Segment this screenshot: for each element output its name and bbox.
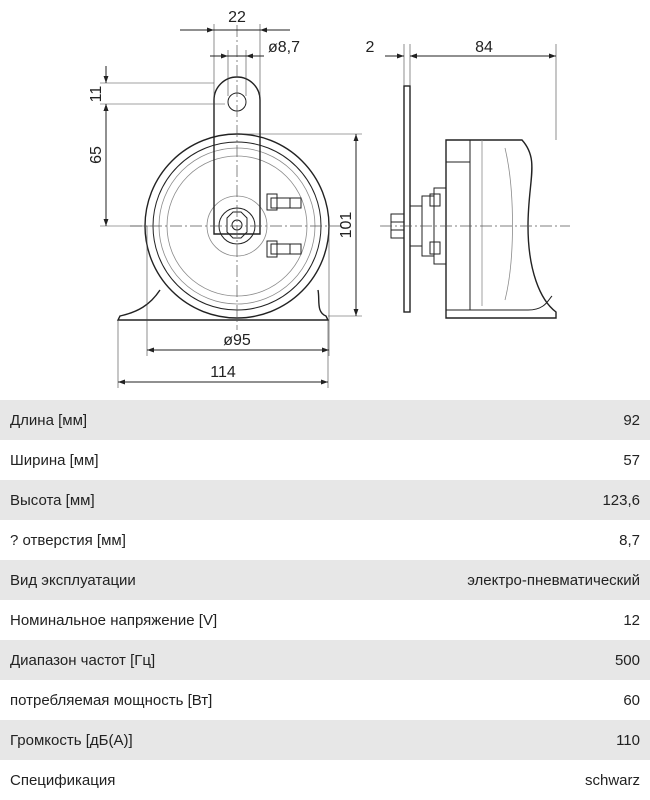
dim-label-65: 65: [88, 146, 105, 164]
terminal-top: [266, 193, 302, 211]
table-row: ? отверстия [мм] 8,7: [0, 520, 650, 560]
terminal-bottom: [266, 240, 302, 258]
spec-label: потребляемая мощность [Вт]: [10, 691, 213, 709]
table-row: Ширина [мм] 57: [0, 440, 650, 480]
table-row: Длина [мм] 92: [0, 400, 650, 440]
spec-value: schwarz: [584, 771, 640, 789]
spec-label: Громкость [дБ(А)]: [10, 731, 133, 749]
front-view: [116, 25, 345, 330]
dim-label-101: 101: [338, 212, 355, 239]
spec-value: 12: [623, 611, 640, 629]
dim-label-diameter-95: ø95: [223, 332, 251, 349]
spec-label: Вид эксплуатации: [10, 571, 136, 589]
spec-label: Длина [мм]: [10, 411, 88, 429]
table-row: Спецификация schwarz: [0, 760, 650, 800]
spec-table: Длина [мм] 92 Ширина [мм] 57 Высота [мм] 12…: [0, 400, 650, 800]
table-row: Высота [мм] 123,6: [0, 480, 650, 520]
dim-label-22: 22: [228, 9, 246, 26]
spec-label: ? отверстия [мм]: [10, 531, 126, 549]
table-row: Диапазон частот [Гц] 500: [0, 640, 650, 680]
spec-value: электро-пневматический: [467, 571, 640, 589]
spec-label: Высота [мм]: [10, 491, 95, 509]
spec-value: 123,6: [602, 491, 640, 509]
spec-value: 92: [623, 411, 640, 429]
spec-label: Диапазон частот [Гц]: [10, 651, 156, 669]
technical-drawing: 22 ø8,7 2 84 11 65 101 ø95 114: [88, 9, 570, 388]
spec-value: 8,7: [619, 531, 640, 549]
spec-value: 60: [623, 691, 640, 709]
dim-label-84: 84: [475, 39, 493, 56]
spec-value: 110: [616, 731, 640, 749]
side-view: [380, 85, 570, 319]
spec-value: 57: [623, 451, 640, 469]
spec-label: Спецификация: [10, 771, 116, 789]
table-row: Громкость [дБ(А)] 110: [0, 720, 650, 760]
table-row: Номинальное напряжение [V] 12: [0, 600, 650, 640]
dim-label-2: 2: [366, 39, 375, 56]
spec-label: Номинальное напряжение [V]: [10, 611, 218, 629]
table-row: Вид эксплуатации электро-пневматический: [0, 560, 650, 600]
dim-label-114: 114: [210, 364, 236, 381]
table-row: потребляемая мощность [Вт] 60: [0, 680, 650, 720]
dim-label-hole-diameter: ø8,7: [268, 39, 300, 56]
dimension-lines: [100, 24, 557, 388]
spec-label: Ширина [мм]: [10, 451, 99, 469]
spec-value: 500: [614, 651, 640, 669]
dim-label-11: 11: [88, 86, 105, 103]
